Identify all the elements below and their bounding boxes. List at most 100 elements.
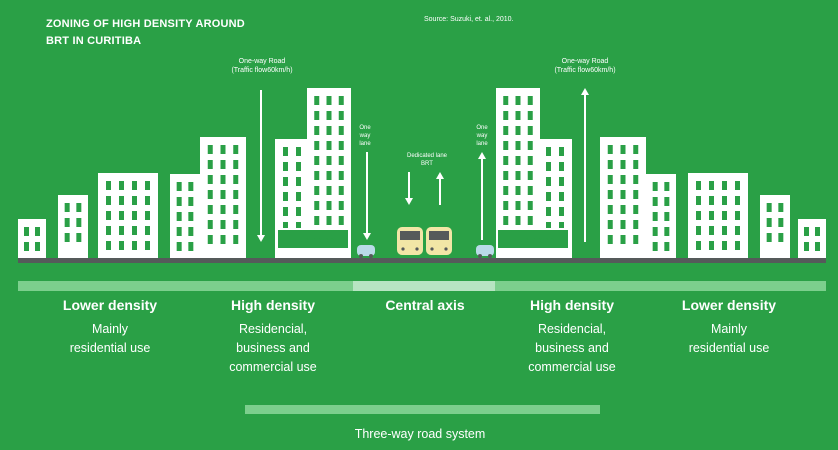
left-road-label: One-way Road (Traffic flow60km/h) bbox=[212, 57, 312, 75]
brt-bus-light bbox=[444, 247, 448, 251]
building-window bbox=[207, 145, 213, 154]
brt-bus-windshield bbox=[400, 231, 420, 240]
building-window bbox=[233, 220, 239, 229]
building-window bbox=[633, 220, 639, 229]
building-window bbox=[314, 171, 320, 180]
building-window bbox=[296, 162, 301, 171]
building-window bbox=[527, 156, 533, 165]
left-road-arrow-head bbox=[257, 235, 265, 242]
road-surface bbox=[18, 258, 826, 263]
building-window bbox=[283, 222, 288, 231]
building-window bbox=[220, 190, 226, 199]
building-window bbox=[546, 192, 551, 201]
building-window bbox=[283, 207, 288, 216]
building-window bbox=[559, 222, 564, 231]
building-window bbox=[546, 222, 551, 231]
zone-5-line2: residential use bbox=[688, 341, 770, 355]
building-window bbox=[664, 227, 670, 236]
building-window bbox=[546, 162, 551, 171]
building-window bbox=[24, 242, 29, 251]
building-window bbox=[106, 241, 111, 250]
zone-4-title: High density bbox=[529, 297, 614, 313]
zone-3-title: Central axis bbox=[385, 297, 465, 313]
building-window bbox=[515, 171, 521, 180]
building-window bbox=[24, 227, 29, 236]
zone-5-description: Mainly residential use bbox=[649, 320, 809, 358]
building-4 bbox=[170, 174, 200, 258]
building-window bbox=[188, 212, 194, 221]
right-road-label: One-way Road (Traffic flow60km/h) bbox=[535, 57, 635, 75]
building-window bbox=[515, 141, 521, 150]
dedicated-lane-line1: Dedicated lane bbox=[406, 153, 448, 159]
brt-down-arrow-head bbox=[405, 198, 413, 205]
left-lane-arrow-head bbox=[363, 233, 371, 240]
building-window bbox=[664, 212, 670, 221]
right-road-label-line1: One-way Road bbox=[561, 58, 609, 65]
building-window bbox=[76, 233, 82, 242]
zone-4-description: Residencial, business and commercial use bbox=[492, 320, 652, 377]
building-window bbox=[76, 218, 82, 227]
building-window bbox=[338, 156, 344, 165]
car-wheel bbox=[359, 254, 363, 258]
zone-band-5 bbox=[646, 281, 826, 291]
building-window bbox=[326, 111, 332, 120]
building-window bbox=[106, 211, 111, 220]
building-window bbox=[64, 203, 70, 212]
building-window bbox=[527, 216, 533, 225]
zone-band-1 bbox=[18, 281, 200, 291]
building-window bbox=[220, 175, 226, 184]
building-window bbox=[722, 211, 727, 220]
building-window bbox=[607, 190, 613, 199]
building-window bbox=[106, 196, 111, 205]
building-window bbox=[233, 175, 239, 184]
car-2 bbox=[476, 245, 494, 256]
building-window bbox=[633, 175, 639, 184]
building-window bbox=[620, 205, 626, 214]
building-window bbox=[326, 186, 332, 195]
building-window bbox=[220, 235, 226, 244]
zone-2-description: Residencial, business and commercial use bbox=[193, 320, 353, 377]
building-window bbox=[314, 216, 320, 225]
zone-band-4 bbox=[495, 281, 646, 291]
building-window bbox=[722, 196, 727, 205]
building-window bbox=[503, 201, 509, 210]
building-window bbox=[735, 196, 740, 205]
building-window bbox=[296, 147, 301, 156]
right-lane-label: One way lane bbox=[469, 124, 495, 148]
building-window bbox=[546, 207, 551, 216]
business-label: Business bbox=[511, 235, 556, 246]
right-lane-line3: lane bbox=[476, 141, 488, 147]
building-window bbox=[220, 205, 226, 214]
zone-1-line1: Mainly bbox=[91, 322, 129, 336]
title-line-1: ZONING OF HIGH DENSITY AROUND bbox=[46, 18, 245, 30]
building-window bbox=[176, 197, 182, 206]
building-window bbox=[314, 111, 320, 120]
building-window bbox=[607, 235, 613, 244]
building-window bbox=[515, 156, 521, 165]
building-window bbox=[64, 233, 70, 242]
building-window bbox=[515, 216, 521, 225]
building-13 bbox=[760, 195, 790, 258]
building-window bbox=[527, 201, 533, 210]
building-window bbox=[145, 181, 150, 190]
building-window bbox=[633, 160, 639, 169]
building-window bbox=[338, 96, 344, 105]
building-window bbox=[559, 162, 564, 171]
building-window bbox=[326, 96, 332, 105]
building-window bbox=[188, 197, 194, 206]
building-window bbox=[207, 235, 213, 244]
right-road-label-line2: (Traffic flow60km/h) bbox=[554, 67, 616, 74]
dedicated-lane-line2: BRT bbox=[421, 161, 433, 167]
zone-1-description: Mainly residential use bbox=[30, 320, 190, 358]
building-window bbox=[722, 241, 727, 250]
building-window bbox=[546, 177, 551, 186]
building-window bbox=[314, 126, 320, 135]
building-window bbox=[207, 190, 213, 199]
building-window bbox=[188, 242, 194, 251]
building-window bbox=[338, 216, 344, 225]
building-window bbox=[607, 160, 613, 169]
building-window bbox=[696, 241, 701, 250]
zone-4-line3: commercial use bbox=[528, 360, 616, 374]
right-road-arrow-head bbox=[581, 88, 589, 95]
